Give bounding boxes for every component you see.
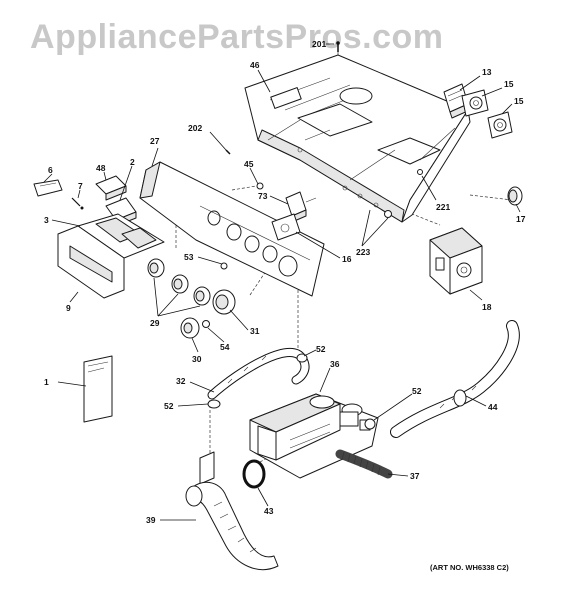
- callout-46: 46: [250, 60, 260, 70]
- spring-part-7[interactable]: [71, 197, 84, 210]
- hose-part-32[interactable]: [207, 348, 310, 400]
- callout-201: 201: [312, 39, 326, 49]
- callout-13: 13: [482, 67, 492, 77]
- callout-52-right: 52: [412, 386, 422, 396]
- callout-30: 30: [192, 354, 202, 364]
- callout-labels: 201 46 13 15 15 202 27 45 6 48 2 7 73 22…: [44, 39, 526, 525]
- callout-44: 44: [488, 402, 498, 412]
- callout-9: 9: [66, 303, 71, 313]
- callout-43: 43: [264, 506, 274, 516]
- callout-45: 45: [244, 159, 254, 169]
- pressure-switch-part-16[interactable]: [271, 213, 301, 241]
- knob-part-31[interactable]: [212, 289, 236, 315]
- corrugated-hose-part-37[interactable]: [335, 449, 393, 479]
- switch-part-13[interactable]: [443, 83, 471, 119]
- dispenser-drawer-part-3[interactable]: [77, 213, 165, 259]
- screw-part-201[interactable]: [336, 41, 340, 52]
- callout-36: 36: [330, 359, 340, 369]
- drain-hose-part-44[interactable]: [390, 320, 520, 438]
- clamp-part-52-right[interactable]: [364, 418, 376, 430]
- art-number: (ART NO. WH6338 C2): [430, 563, 509, 572]
- leader-lines: [43, 43, 521, 521]
- callout-18: 18: [482, 302, 492, 312]
- callout-39: 39: [146, 515, 156, 525]
- callout-223: 223: [356, 247, 370, 257]
- callout-16: 16: [342, 254, 352, 264]
- module-part-15-upper[interactable]: [461, 89, 489, 117]
- callout-15-lower: 15: [514, 96, 524, 106]
- pump-assembly-part-36[interactable]: [249, 393, 379, 479]
- mount-part-221[interactable]: [417, 169, 423, 175]
- callout-29: 29: [150, 318, 160, 328]
- light-part-53[interactable]: [220, 262, 228, 270]
- clip-part-223[interactable]: [384, 210, 392, 218]
- module-part-15-lower[interactable]: [487, 111, 513, 139]
- clamp-part-52-left[interactable]: [207, 399, 221, 409]
- knob-part-29-b[interactable]: [171, 274, 189, 294]
- tub-hose-part-39[interactable]: [185, 451, 279, 571]
- knob-insert-part-54[interactable]: [202, 320, 210, 328]
- console-frame-part-46[interactable]: [244, 54, 471, 223]
- screw-part-202[interactable]: [225, 149, 231, 155]
- callout-52-left: 52: [164, 401, 174, 411]
- cap-part-48[interactable]: [95, 175, 127, 201]
- control-module-part-18[interactable]: [429, 227, 483, 295]
- control-panel-part-27[interactable]: [139, 161, 325, 297]
- drawer-handle-part-9[interactable]: [57, 225, 125, 299]
- callout-52-top: 52: [316, 344, 326, 354]
- callout-54: 54: [220, 342, 230, 352]
- callout-221: 221: [436, 202, 450, 212]
- callout-48: 48: [96, 163, 106, 173]
- callout-53: 53: [184, 252, 194, 262]
- callout-3: 3: [44, 215, 49, 225]
- callout-37: 37: [410, 471, 420, 481]
- callout-17: 17: [516, 214, 526, 224]
- callout-7: 7: [78, 181, 83, 191]
- knob-part-30[interactable]: [180, 317, 200, 339]
- bracket-part-6[interactable]: [33, 179, 63, 197]
- manual-part-1[interactable]: [83, 355, 113, 423]
- knob-part-29-a[interactable]: [147, 258, 165, 278]
- callout-73: 73: [258, 191, 268, 201]
- seal-ring-part-43[interactable]: [242, 459, 266, 489]
- callout-2: 2: [130, 157, 135, 167]
- grommet-part-45[interactable]: [256, 182, 264, 190]
- callout-31: 31: [250, 326, 260, 336]
- watermark-text: AppliancePartsPros.com: [30, 18, 443, 56]
- callout-32: 32: [176, 376, 186, 386]
- knob-part-17[interactable]: [507, 186, 523, 206]
- callout-1: 1: [44, 377, 49, 387]
- callout-202: 202: [188, 123, 202, 133]
- callout-6: 6: [48, 165, 53, 175]
- callout-27: 27: [150, 136, 160, 146]
- callout-15-upper: 15: [504, 79, 514, 89]
- knob-part-29-c[interactable]: [193, 286, 211, 306]
